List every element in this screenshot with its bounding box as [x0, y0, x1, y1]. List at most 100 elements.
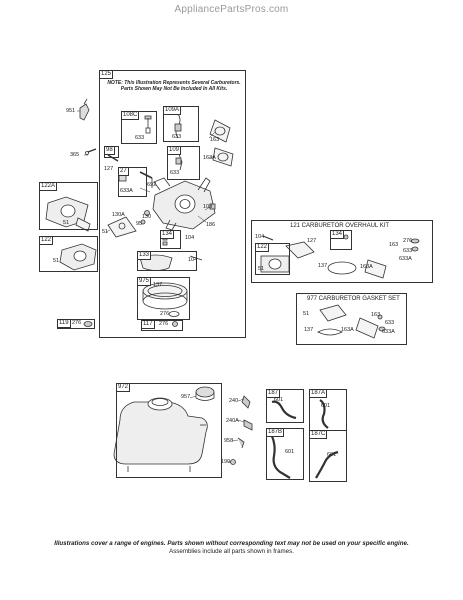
frame-121-title: 121 CARBURETOR OVERHAUL KIT: [290, 223, 390, 229]
frame-134-tag: 134: [160, 230, 175, 239]
label-127: 127: [104, 166, 114, 172]
frame-108c-tag: 108C: [121, 111, 140, 120]
frame-98-tag: 98: [104, 146, 115, 155]
label-633: 633: [172, 134, 182, 140]
frame-187: [266, 389, 304, 423]
frame-122: [39, 236, 98, 272]
label-601: 601: [321, 403, 331, 409]
frame-187-tag: 187: [266, 389, 281, 398]
label-633: 633: [385, 320, 395, 326]
label-104: 104: [188, 257, 198, 263]
part-958-drawing: [237, 437, 245, 449]
part-957-drawing: [195, 386, 215, 401]
part-122a-drawing: [45, 196, 91, 232]
frame-117-tag: 117: [141, 320, 155, 329]
part-117-drawing: [172, 321, 178, 327]
fuel-line-187-drawing: [271, 400, 297, 420]
label-137: 137: [318, 263, 328, 269]
frame-122a: [39, 182, 98, 230]
label-240a: 240A: [226, 418, 239, 424]
label-104: 104: [185, 235, 195, 241]
label-51: 51: [303, 311, 310, 317]
part-108c-drawing: [144, 115, 152, 134]
part-975-drawing: [142, 282, 188, 317]
label-276: 276: [159, 321, 169, 327]
part-98-drawing: [107, 154, 119, 162]
part-163-drawing: [209, 119, 231, 143]
watermark: AppliancePartsPros.com: [174, 4, 289, 15]
frame-133-tag: 133: [137, 251, 152, 260]
footer-disclaimer: Illustrations cover a range of engines. …: [54, 540, 409, 547]
label-163: 163: [371, 312, 381, 318]
part-109a-drawing: [174, 113, 182, 139]
part-951-drawing: [79, 98, 90, 121]
label-601: 601: [285, 449, 295, 455]
frame-109: [167, 146, 200, 180]
label-240: 240: [229, 398, 239, 404]
frame-121-overhaul-kit: [251, 220, 433, 283]
part-163a-drawing: [212, 147, 234, 167]
label-633: 633: [135, 135, 145, 141]
label-51: 51: [53, 258, 60, 264]
label-365: 365: [70, 152, 80, 158]
label-163: 163: [210, 137, 220, 143]
frame-122-tag: 122: [39, 236, 54, 245]
label-163a: 163A: [203, 155, 216, 161]
frame-27-tag: 27: [118, 167, 129, 176]
label-633a: 633A: [399, 256, 412, 262]
frame-187c: [309, 430, 347, 482]
part-240a-drawing: [243, 419, 253, 431]
frame-972-tag: 972: [116, 383, 131, 392]
part-190-drawing: [230, 459, 236, 465]
label-137: 137: [304, 327, 314, 333]
part-119-drawing: [83, 321, 93, 327]
frame-125-note: NOTE: This Illustration Represents Sever…: [107, 80, 241, 92]
label-190: 190: [221, 459, 231, 465]
label-127: 127: [307, 238, 317, 244]
part-122-drawing: [59, 243, 97, 271]
part-240-drawing: [241, 395, 251, 409]
fuel-line-187c-drawing: [315, 450, 339, 479]
part-130a-drawing: [107, 216, 137, 238]
frame-977-gasket-set: [296, 293, 407, 345]
label-958: 958: [224, 438, 234, 444]
label-951: 951: [66, 108, 76, 114]
frame-187b-tag: 187B: [266, 428, 285, 437]
label-137: 137: [153, 282, 163, 288]
label-163a: 163A: [360, 264, 373, 270]
frame-975-tag: 975: [137, 277, 152, 286]
fuel-line-187a-drawing: [319, 399, 329, 429]
label-276: 276: [160, 311, 170, 317]
label-186: 186: [206, 222, 216, 228]
part-130-drawing: [144, 210, 150, 216]
label-692: 692: [147, 182, 157, 188]
label-957: 957: [181, 394, 191, 400]
frame-125-tag: 125: [99, 70, 114, 79]
frame-109a-tag: 109A: [163, 106, 182, 115]
label-601: 601: [327, 452, 337, 458]
label-276: 276: [403, 238, 413, 244]
frame-109-tag: 109: [167, 146, 182, 155]
fuel-line-187b-drawing: [270, 435, 291, 479]
label-108: 108: [203, 204, 213, 210]
label-95: 95: [136, 221, 143, 227]
label-163a: 163A: [341, 327, 354, 333]
label-276: 276: [72, 320, 82, 326]
carburetor-body-drawing: [152, 177, 216, 231]
fuel-tank-drawing: [113, 397, 208, 472]
leader-lines: [77, 110, 245, 463]
label-104: 104: [255, 234, 265, 240]
frame-977-title: 977 CARBURETOR GASKET SET: [307, 296, 400, 302]
frame-122a-tag: 122A: [39, 182, 58, 191]
footer-assemblies-note: Assemblies include all parts shown in fr…: [169, 548, 294, 555]
label-633: 633: [403, 248, 413, 254]
frame-187a-tag: 187A: [309, 389, 328, 398]
label-633a: 633A: [382, 329, 395, 335]
part-95-drawing: [140, 219, 146, 225]
frame-187b: [266, 428, 304, 480]
frame-121-122-tag: 122: [255, 243, 270, 252]
frame-121-134-tag: 134: [330, 230, 345, 239]
label-601: 601: [274, 397, 284, 403]
frame-972: [116, 383, 222, 478]
